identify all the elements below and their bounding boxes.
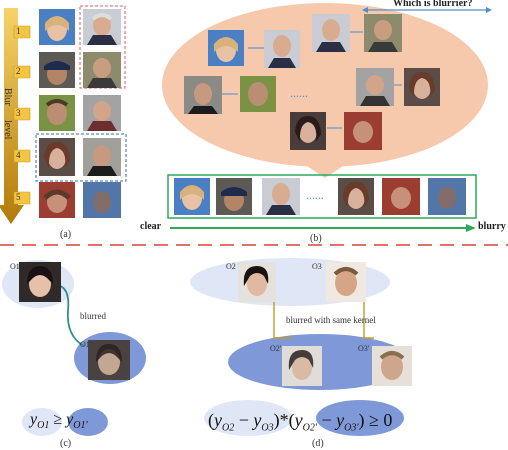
face-image xyxy=(208,30,244,66)
face-image xyxy=(83,95,121,131)
face-image xyxy=(356,68,394,106)
axis-blurry-label: blurry xyxy=(478,221,506,232)
face-image xyxy=(238,262,276,302)
question-label: Which is blurrier? xyxy=(393,0,473,9)
caption-b: (b) xyxy=(310,233,322,244)
face-image xyxy=(262,178,300,215)
dots-middle: ...... xyxy=(290,86,308,100)
face-image xyxy=(344,112,382,150)
level-number-5: 5 xyxy=(16,192,21,202)
level-number-2: 2 xyxy=(16,66,21,76)
face-image xyxy=(88,340,130,380)
caption-a: (a) xyxy=(60,229,72,240)
face-image xyxy=(326,262,366,302)
face-image xyxy=(216,178,252,215)
level-number-3: 3 xyxy=(16,108,21,118)
face-image xyxy=(39,138,75,176)
formula-d: (yO2 − yO3)*(yO2' − yO3') ≥ 0 xyxy=(208,410,393,434)
face-image xyxy=(372,346,412,386)
blurred-label: blurred xyxy=(80,311,106,321)
face-image xyxy=(83,52,121,88)
face-image xyxy=(382,178,420,215)
face-image xyxy=(39,52,75,88)
face-image xyxy=(240,76,276,112)
caption-d: (d) xyxy=(312,438,324,449)
blurred-same-kernel-label: blurred with same kernel xyxy=(286,315,376,325)
formula-c: yO1 ≥ yO1' xyxy=(30,411,88,432)
face-image xyxy=(39,182,75,218)
level-number-4: 4 xyxy=(16,150,21,160)
face-image xyxy=(338,178,374,215)
face-image xyxy=(83,9,121,45)
face-image xyxy=(184,76,222,114)
face-image xyxy=(264,30,300,68)
node-o3-prime-label: O3' xyxy=(358,344,370,353)
face-image xyxy=(364,14,402,52)
caption-c: (c) xyxy=(60,438,72,449)
face-image xyxy=(174,178,210,215)
dots-sorted: ...... xyxy=(306,188,324,202)
face-image xyxy=(39,9,75,45)
level-number-1: 1 xyxy=(16,26,21,36)
face-image xyxy=(282,346,322,386)
node-o1-label: O1 xyxy=(10,262,20,271)
level-label: level xyxy=(2,120,13,140)
blur-label: Blur xyxy=(2,88,13,106)
node-o3-label: O3 xyxy=(312,262,322,271)
face-image xyxy=(39,95,75,131)
node-o2-label: O2 xyxy=(226,262,236,271)
face-image xyxy=(312,14,350,52)
face-image xyxy=(404,68,440,106)
node-o1-prime-label: O1' xyxy=(80,340,92,349)
node-o2-prime-label: O2' xyxy=(270,344,282,353)
blur-level-arrow xyxy=(0,5,127,224)
face-image xyxy=(428,178,466,215)
face-image xyxy=(290,112,326,150)
section-divider xyxy=(0,244,508,246)
face-image xyxy=(83,182,121,218)
face-image xyxy=(19,262,61,302)
axis-clear-label: clear xyxy=(140,221,162,232)
face-image xyxy=(83,138,121,176)
